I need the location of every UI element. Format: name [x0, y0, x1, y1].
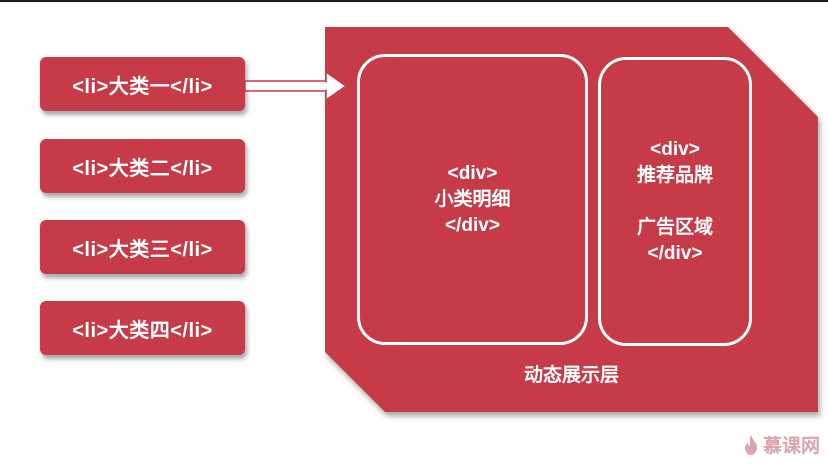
- list-item-category-3: <li>大类三</li>: [40, 220, 245, 274]
- brand-ad-box: <div> 推荐品牌 广告区域 </div>: [598, 57, 752, 346]
- right-arrow-icon: [244, 70, 348, 102]
- top-border-line: [0, 0, 828, 2]
- right-box-line-1: <div>: [650, 138, 700, 160]
- right-box-line-2: 推荐品牌: [636, 164, 713, 186]
- left-box-line-3: </div>: [445, 214, 500, 236]
- list-item-category-4: <li>大类四</li>: [40, 301, 245, 355]
- flame-icon: [744, 434, 757, 455]
- right-box-line-4: </div>: [647, 242, 703, 264]
- left-box-line-2: 小类明细: [434, 188, 511, 210]
- list-item-category-2: <li>大类二</li>: [40, 139, 245, 193]
- list-item-category-1: <li>大类一</li>: [40, 57, 245, 111]
- watermark-logo: 慕课网: [743, 431, 820, 458]
- watermark-text: 慕课网: [762, 436, 820, 457]
- left-box-line-1: <div>: [447, 162, 498, 184]
- dynamic-display-panel: [325, 27, 818, 412]
- panel-label: 动态展示层: [523, 365, 619, 386]
- subcategory-detail-box: <div> 小类明细 </div>: [357, 54, 588, 345]
- right-box-line-3: 广告区域: [636, 216, 713, 238]
